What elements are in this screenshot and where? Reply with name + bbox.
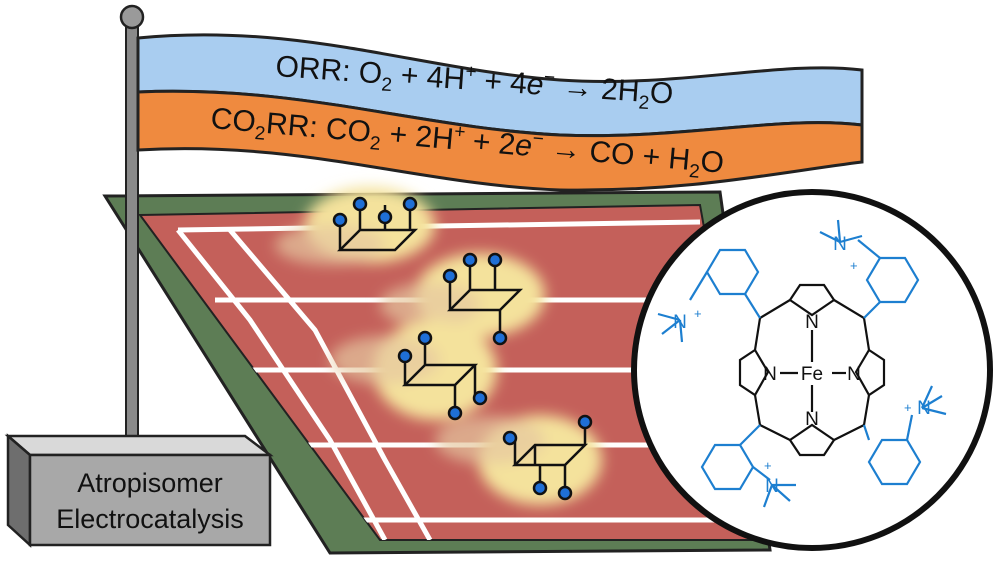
nme3-lower-left: N xyxy=(765,476,779,497)
molecule-circle xyxy=(631,189,993,551)
box-label-line2: Electrocatalysis xyxy=(56,504,244,534)
flag-pole-body xyxy=(125,21,139,448)
aryl-groups xyxy=(657,219,947,508)
atropisomer-runner-1 xyxy=(332,196,419,252)
atropisomer-runner-4 xyxy=(502,414,593,501)
flag-pole-knob xyxy=(119,4,145,30)
n-left-label: N xyxy=(763,364,777,385)
nme3-lower-right: N xyxy=(917,398,931,419)
atropisomer-runner-3 xyxy=(397,330,488,421)
n-bottom-label: N xyxy=(805,409,819,430)
nme3-lower-left-charge: + xyxy=(764,458,772,473)
atropisomer-runner-2 xyxy=(442,252,524,346)
nme3-lower-right-charge: + xyxy=(904,400,912,415)
n-right-label: N xyxy=(847,364,861,385)
base-box-front xyxy=(28,453,272,547)
base-box-side xyxy=(6,433,32,548)
base-box-top xyxy=(4,434,274,457)
co2rr-equation: CO2RR: CO2 + 2H+ + 2e− → CO + H2O xyxy=(209,100,725,185)
orr-equation: ORR: O2 + 4H+ + 4e− → 2H2O xyxy=(274,48,674,116)
flag-co2rr-band xyxy=(136,89,864,192)
nme3-upper-left: N xyxy=(673,312,687,333)
nme3-upper-right-charge: + xyxy=(850,258,858,273)
box-label-line1: Atropisomer xyxy=(77,468,223,498)
nme3-upper-left-charge: + xyxy=(694,306,702,321)
nme3-upper-right: N xyxy=(833,234,847,255)
fe-atom-label: Fe xyxy=(801,364,823,385)
n-top-label: N xyxy=(805,312,819,333)
